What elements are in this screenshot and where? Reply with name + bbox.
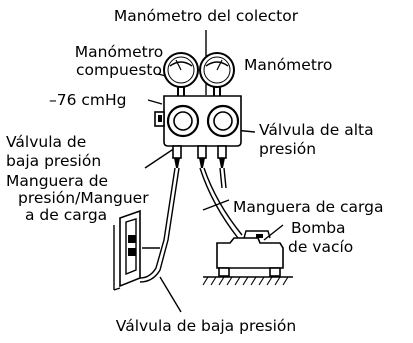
leader-low-valve (144, 147, 176, 169)
label-low-valve-1: Válvula de (6, 133, 86, 151)
labels: Manómetro del colector Manómetro compues… (6, 7, 383, 335)
label-pressure-gauge: Manómetro (244, 56, 332, 74)
low-pressure-knob (166, 104, 200, 138)
vacuum-pump (202, 230, 293, 286)
label-hose-1: Manguera de (6, 172, 108, 190)
leader-bottom-valve (159, 276, 182, 313)
label-compound-gauge-2: compuesto (76, 61, 162, 79)
pump-body (216, 237, 284, 269)
label-pump-1: Bomba (291, 219, 346, 237)
label-high-valve-1: Válvula de alta (259, 121, 374, 139)
label-compound-gauge-1: Manómetro (75, 43, 163, 61)
label-charge-hose: Manguera de carga (233, 198, 383, 216)
label-hose-2: presión/Manguer (18, 189, 149, 207)
label-pump-2: de vacío (288, 238, 353, 256)
label-vacuum-reading: –76 cmHg (49, 91, 127, 109)
service-valve-unit (113, 209, 141, 291)
label-manifold-gauge: Manómetro del colector (114, 7, 299, 25)
leader-pump (263, 224, 284, 241)
compound-gauge (163, 52, 199, 88)
label-hose-3: a de carga (25, 206, 107, 224)
label-high-valve-2: presión (259, 140, 316, 158)
leader-vacuum (147, 99, 163, 105)
manifold (154, 85, 242, 168)
pressure-gauge (199, 52, 235, 88)
high-pressure-knob (206, 104, 240, 138)
hoses (139, 167, 243, 283)
label-low-valve-2: baja presión (6, 152, 101, 170)
label-bottom-valve: Válvula de baja presión (116, 317, 296, 335)
